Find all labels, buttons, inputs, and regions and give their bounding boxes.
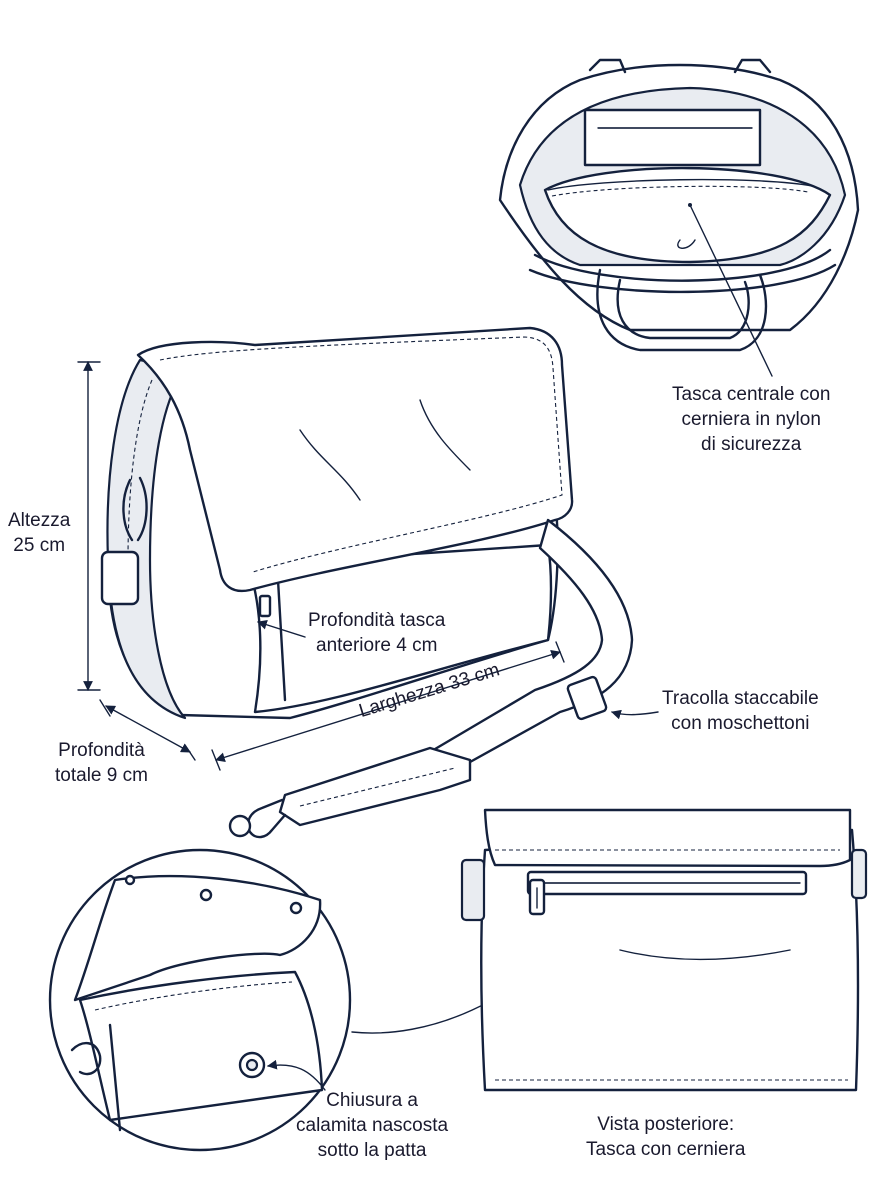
messenger-bag-front-view	[100, 326, 634, 839]
magnet-label: Chiusura a calamita nascosta sotto la pa…	[296, 1090, 449, 1161]
front-pocket-depth-label: Profondità tasca anteriore 4 cm	[308, 610, 446, 656]
back-view	[460, 808, 868, 1092]
carabiner-icon	[228, 798, 287, 839]
height-label: Altezza 25 cm	[8, 510, 71, 556]
total-depth-label: Profondità totale 9 cm	[55, 740, 148, 786]
zipper-pull-icon	[528, 878, 546, 916]
inner-pocket-label: Tasca centrale con cerniera in nylon di …	[672, 384, 831, 455]
open-bag-top-view	[498, 58, 860, 377]
dimension-lines	[77, 361, 659, 771]
strap-label: Tracolla staccabile con moschettoni	[662, 688, 819, 734]
magnet-snap-icon	[238, 1051, 266, 1079]
back-view-label: Vista posteriore: Tasca con cerniera	[586, 1114, 746, 1160]
carabiner-icon	[100, 476, 148, 606]
magnet-detail-view	[48, 848, 352, 1152]
